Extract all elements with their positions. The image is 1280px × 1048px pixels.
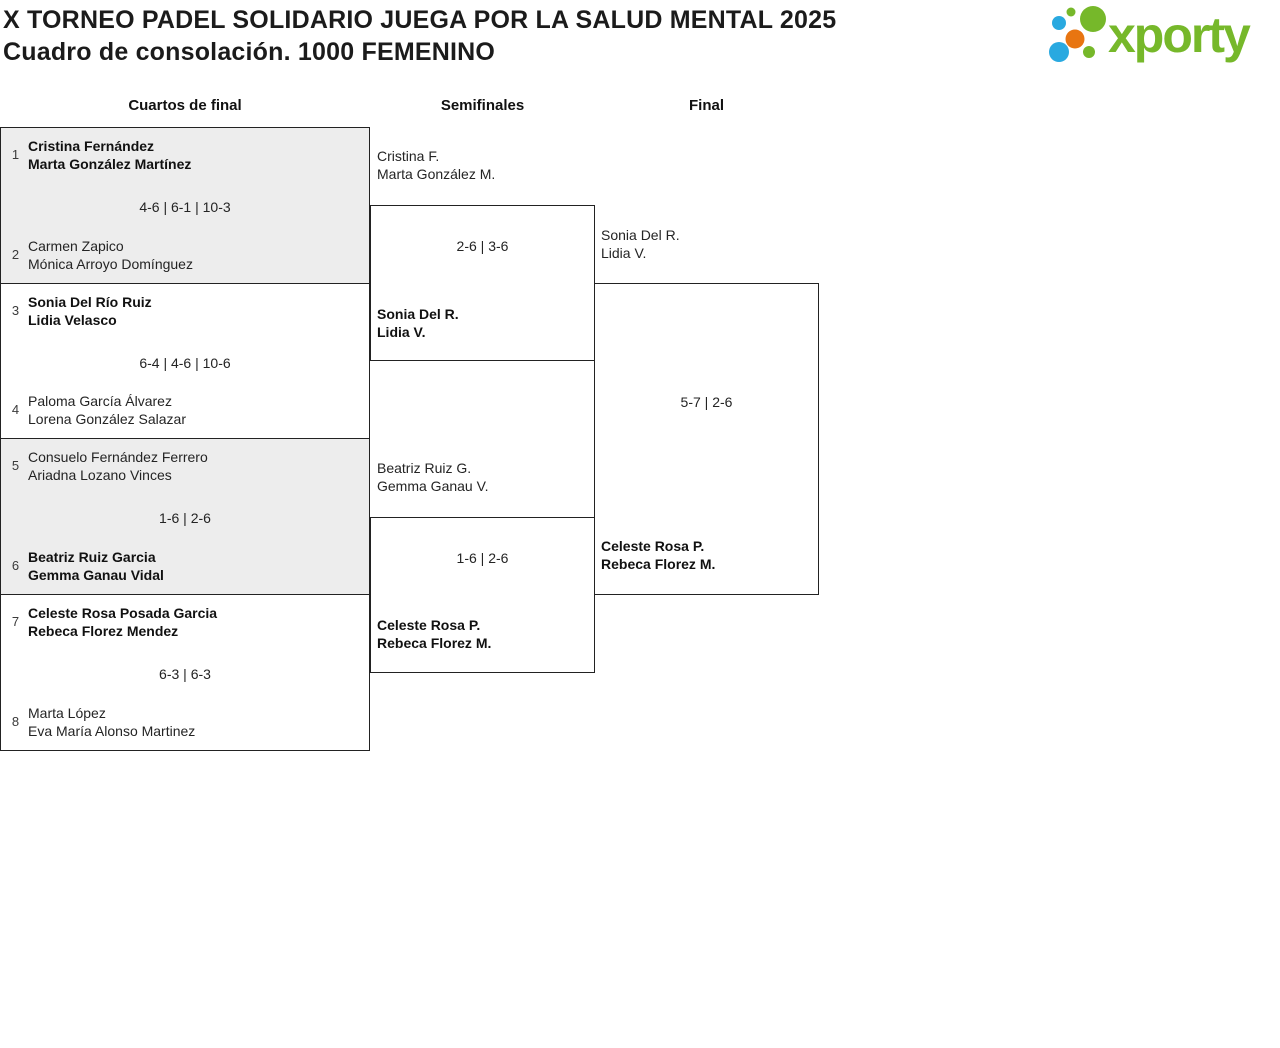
team-names: Beatriz Ruiz Garcia Gemma Ganau Vidal [28, 548, 164, 584]
player-name: Cristina F. [377, 148, 440, 164]
seed-number: 1 [11, 147, 20, 162]
player-name: Sonia Del R. [377, 306, 459, 322]
player-name: Cristina Fernández [28, 138, 155, 154]
team-row: 3 Sonia Del Río Ruiz Lidia Velasco [8, 293, 152, 329]
final-score: 5-7 | 2-6 [680, 394, 733, 410]
team-row: 6 Beatriz Ruiz Garcia Gemma Ganau Vidal [8, 548, 164, 584]
player-name: Marta González M. [377, 166, 496, 182]
team-names: Consuelo Fernández Ferrero Ariadna Lozan… [28, 448, 208, 484]
team-names: Carmen Zapico Mónica Arroyo Domínguez [28, 237, 193, 273]
seed-number: 3 [11, 303, 20, 318]
player-name: Beatriz Ruiz G. [377, 460, 472, 476]
seed-number: 6 [11, 558, 20, 573]
match-score: 1-6 | 2-6 [159, 510, 211, 526]
round-header-final: Final [688, 97, 724, 114]
player-name: Celeste Rosa Posada Garcia [28, 605, 218, 621]
seed-number: 7 [11, 614, 20, 629]
player-name: Sonia Del Río Ruiz [28, 294, 152, 310]
match-quarterfinal-2: 3 Sonia Del Río Ruiz Lidia Velasco 6-4 |… [0, 283, 370, 439]
player-name: Celeste Rosa P. [377, 617, 481, 633]
semifinal-2-team-bottom: Celeste Rosa P. Rebeca Florez M. [377, 616, 491, 652]
final-team-bottom: Celeste Rosa P. Rebeca Florez M. [601, 537, 715, 573]
player-name: Celeste Rosa P. [601, 538, 705, 554]
team-names: Marta López Eva María Alonso Martinez [28, 704, 195, 740]
team-row: 7 Celeste Rosa Posada Garcia Rebeca Flor… [8, 604, 217, 640]
match-score: 6-4 | 4-6 | 10-6 [139, 355, 231, 371]
semifinal-1-team-bottom: Sonia Del R. Lidia V. [377, 305, 459, 341]
player-name: Marta González Martínez [28, 156, 192, 172]
match-final-box [594, 283, 819, 595]
team-names: Celeste Rosa Posada Garcia Rebeca Florez… [28, 604, 217, 640]
semifinal-1-team-top: Cristina F. Marta González M. [377, 147, 495, 183]
final-team-top: Sonia Del R. Lidia V. [601, 226, 680, 262]
xporty-logo[interactable]: xporty [1044, 0, 1276, 72]
player-name: Beatriz Ruiz Garcia [28, 549, 156, 565]
page-title: X TORNEO PADEL SOLIDARIO JUEGA POR LA SA… [3, 6, 837, 34]
seed-number: 2 [11, 247, 20, 262]
xporty-dots-icon [1049, 6, 1106, 62]
team-row: 8 Marta López Eva María Alonso Martinez [8, 704, 195, 740]
player-name: Gemma Ganau Vidal [28, 567, 164, 583]
player-name: Lidia Velasco [28, 312, 117, 328]
round-header-quarterfinals: Cuartos de final [128, 97, 242, 114]
player-name: Ariadna Lozano Vinces [28, 467, 172, 483]
player-name: Lidia V. [601, 245, 647, 261]
match-semifinal-2-box [370, 517, 595, 673]
team-row: 2 Carmen Zapico Mónica Arroyo Domínguez [8, 237, 193, 273]
seed-number: 5 [11, 458, 20, 473]
player-name: Eva María Alonso Martinez [28, 723, 196, 739]
player-name: Carmen Zapico [28, 238, 124, 254]
player-name: Rebeca Florez M. [377, 635, 492, 651]
semifinal-2-score: 1-6 | 2-6 [456, 550, 509, 566]
team-names: Paloma García Álvarez Lorena González Sa… [28, 392, 186, 428]
match-score: 4-6 | 6-1 | 10-3 [139, 199, 231, 215]
player-name: Marta López [28, 705, 106, 721]
player-name: Lorena González Salazar [28, 411, 186, 427]
player-name: Sonia Del R. [601, 227, 680, 243]
match-quarterfinal-4: 7 Celeste Rosa Posada Garcia Rebeca Flor… [0, 594, 370, 751]
match-quarterfinal-1: 1 Cristina Fernández Marta González Mart… [0, 127, 370, 284]
player-name: Rebeca Florez Mendez [28, 623, 179, 639]
semifinal-2-team-top: Beatriz Ruiz G. Gemma Ganau V. [377, 459, 489, 495]
match-quarterfinal-3: 5 Consuelo Fernández Ferrero Ariadna Loz… [0, 438, 370, 595]
player-name: Mónica Arroyo Domínguez [28, 256, 193, 272]
player-name: Lidia V. [377, 324, 426, 340]
team-row: 5 Consuelo Fernández Ferrero Ariadna Loz… [8, 448, 208, 484]
player-name: Rebeca Florez M. [601, 556, 716, 572]
team-names: Sonia Del Río Ruiz Lidia Velasco [28, 293, 152, 329]
team-row: 4 Paloma García Álvarez Lorena González … [8, 392, 186, 428]
team-row: 1 Cristina Fernández Marta González Mart… [8, 137, 192, 173]
player-name: Paloma García Álvarez [28, 393, 172, 409]
semifinal-1-score: 2-6 | 3-6 [456, 238, 509, 254]
seed-number: 4 [11, 402, 20, 417]
seed-number: 8 [11, 714, 20, 729]
match-score: 6-3 | 6-3 [159, 666, 211, 682]
page-subtitle: Cuadro de consolación. 1000 FEMENINO [3, 38, 496, 66]
player-name: Gemma Ganau V. [377, 478, 489, 494]
xporty-wordmark: xporty [1108, 7, 1251, 63]
round-header-semifinals: Semifinales [440, 97, 525, 114]
team-names: Cristina Fernández Marta González Martín… [28, 137, 191, 173]
player-name: Consuelo Fernández Ferrero [28, 449, 208, 465]
